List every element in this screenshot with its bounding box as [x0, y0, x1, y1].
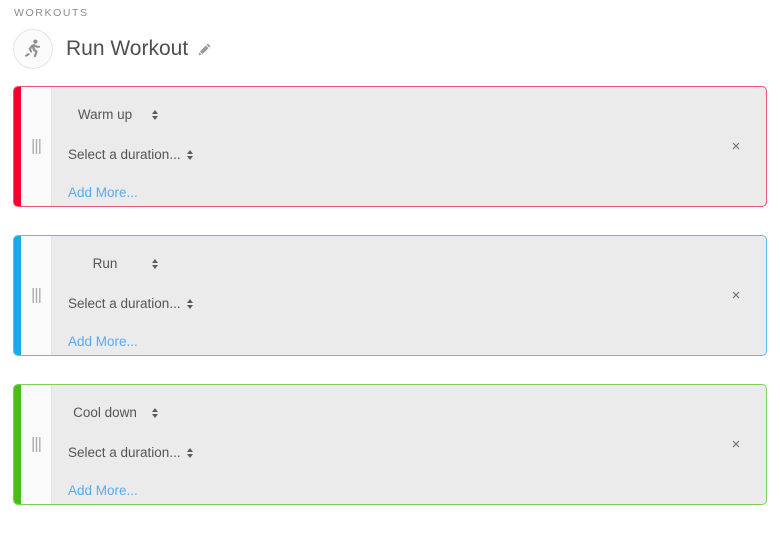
segment-type-value: Run [92, 256, 118, 271]
avatar [13, 29, 53, 69]
segment-duration-select[interactable]: Select a duration... [68, 147, 193, 163]
add-more-link[interactable]: Add More... [68, 185, 138, 200]
segment-type-row: Run [68, 251, 766, 277]
add-more-link[interactable]: Add More... [68, 483, 138, 498]
segment-accent-bar [14, 87, 21, 206]
chevron-updown-icon [152, 408, 158, 418]
segment-add-more-row: Add More... [68, 478, 766, 504]
segment-drag-gutter[interactable] [21, 87, 52, 206]
drag-handle-icon[interactable] [32, 139, 41, 154]
workout-title-row: Run Workout [13, 27, 780, 71]
segment-duration-select[interactable]: Select a duration... [68, 445, 193, 461]
runner-icon [22, 38, 44, 60]
section-label: WORKOUTS [14, 7, 89, 19]
segment-duration-value: Select a duration... [68, 445, 181, 460]
segment-type-value: Cool down [73, 405, 137, 420]
page-header: WORKOUTS Run Workout [0, 0, 780, 71]
remove-segment-button[interactable]: × [728, 287, 744, 304]
workout-segment-card-run[interactable]: Run Select a duration... Add More... × [13, 235, 767, 356]
workout-segment-card-cool-down[interactable]: Cool down Select a duration... Add More.… [13, 384, 767, 505]
add-more-link[interactable]: Add More... [68, 334, 138, 349]
chevron-updown-icon [152, 259, 158, 269]
remove-segment-button[interactable]: × [728, 138, 744, 155]
pencil-icon[interactable] [197, 42, 212, 57]
segment-type-select[interactable]: Run [68, 256, 158, 272]
segment-type-select[interactable]: Cool down [68, 405, 158, 421]
segment-accent-bar [14, 385, 21, 504]
chevron-updown-icon [186, 448, 193, 458]
segment-duration-row: Select a duration... [68, 291, 766, 317]
workout-segment-list: Warm up Select a duration... Add More...… [0, 86, 780, 505]
workout-segment-card-warm-up[interactable]: Warm up Select a duration... Add More...… [13, 86, 767, 207]
segment-add-more-row: Add More... [68, 329, 766, 355]
chevron-updown-icon [186, 150, 193, 160]
drag-handle-icon[interactable] [32, 437, 41, 452]
segment-type-row: Warm up [68, 102, 766, 128]
drag-handle-icon[interactable] [32, 288, 41, 303]
segment-body: Cool down Select a duration... Add More.… [52, 385, 766, 504]
chevron-updown-icon [152, 110, 158, 120]
segment-type-value: Warm up [77, 107, 133, 122]
segment-duration-value: Select a duration... [68, 296, 181, 311]
segment-drag-gutter[interactable] [21, 385, 52, 504]
segment-body: Warm up Select a duration... Add More...… [52, 87, 766, 206]
segment-duration-select[interactable]: Select a duration... [68, 296, 193, 312]
page-title: Run Workout [66, 37, 189, 60]
segment-duration-row: Select a duration... [68, 440, 766, 466]
segment-add-more-row: Add More... [68, 180, 766, 206]
segment-drag-gutter[interactable] [21, 236, 52, 355]
segment-accent-bar [14, 236, 21, 355]
segment-duration-value: Select a duration... [68, 147, 181, 162]
remove-segment-button[interactable]: × [728, 436, 744, 453]
chevron-updown-icon [186, 299, 193, 309]
segment-body: Run Select a duration... Add More... × [52, 236, 766, 355]
segment-duration-row: Select a duration... [68, 142, 766, 168]
segment-type-row: Cool down [68, 400, 766, 426]
segment-type-select[interactable]: Warm up [68, 107, 158, 123]
